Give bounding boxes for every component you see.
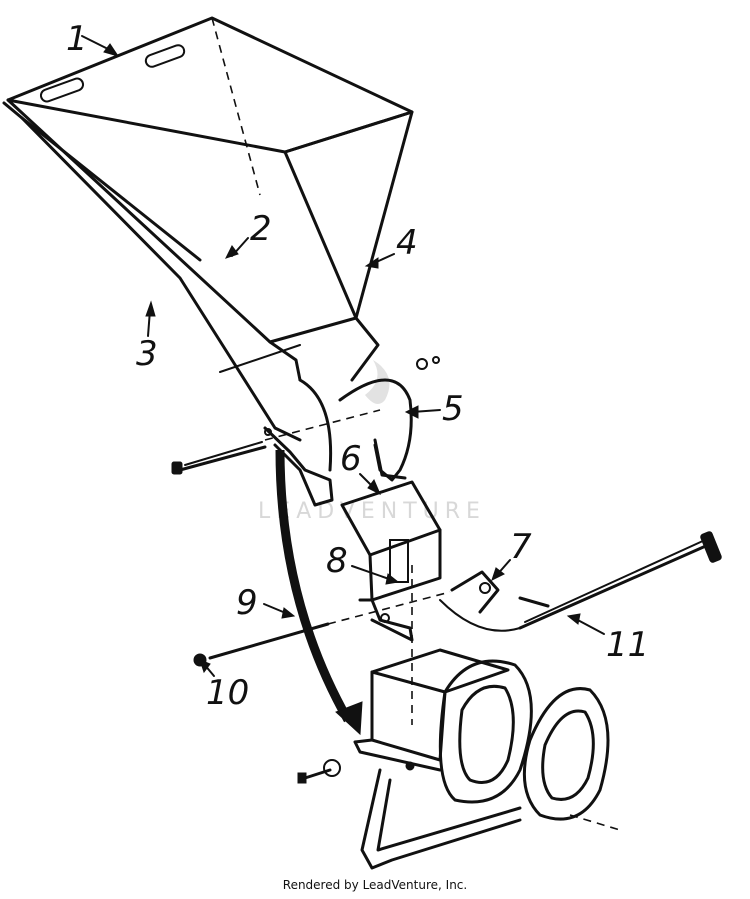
callout-label-4: 4 [396, 223, 418, 263]
callout-label-9: 9 [236, 583, 258, 623]
callout-9: 9 [236, 583, 296, 623]
callout-1: 1 [66, 19, 120, 59]
callout-11: 11 [566, 613, 649, 665]
watermark: LEADVENTURE [258, 360, 486, 524]
callout-label-5: 5 [442, 389, 464, 429]
footer-credit: Rendered by LeadVenture, Inc. [282, 878, 468, 892]
callout-3: 3 [136, 300, 158, 374]
chipper-housing [297, 565, 621, 870]
assembly-arrow [275, 449, 363, 736]
callout-label-2: 2 [250, 209, 272, 249]
callout-10: 10 [199, 659, 249, 713]
pivot-bolt [171, 409, 381, 475]
callout-label-11: 11 [606, 625, 649, 665]
watermark-text: LEADVENTURE [258, 499, 486, 524]
callout-label-8: 8 [326, 541, 348, 581]
callout-6: 6 [340, 439, 381, 496]
hopper-assembly [2, 16, 414, 442]
drive-shaft [439, 531, 722, 632]
blade-holder [340, 480, 500, 642]
callout-8: 8 [326, 541, 400, 585]
callout-label-10: 10 [206, 673, 249, 713]
callout-2: 2 [225, 209, 272, 259]
callout-label-6: 6 [340, 439, 362, 479]
callout-label-1: 1 [66, 19, 88, 59]
callout-4: 4 [364, 223, 418, 269]
callout-label-7: 7 [510, 527, 532, 567]
bracket-assembly [263, 356, 440, 507]
callout-7: 7 [491, 527, 532, 581]
callout-label-3: 3 [136, 334, 158, 374]
callout-5: 5 [404, 389, 464, 429]
